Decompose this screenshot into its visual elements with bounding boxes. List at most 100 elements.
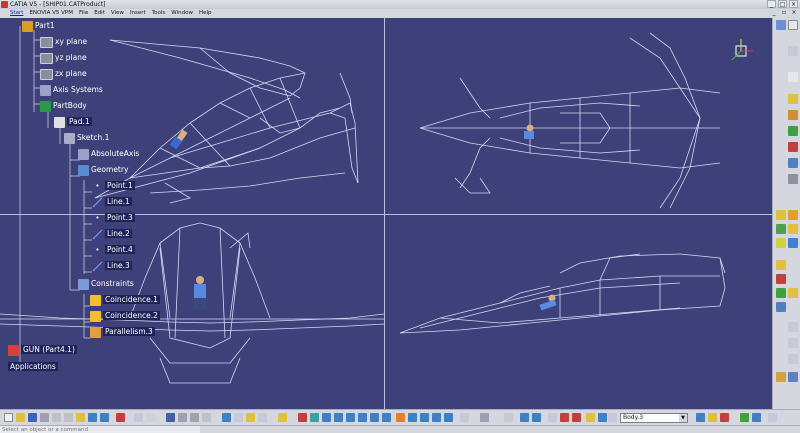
vertical-view-divider[interactable]	[384, 18, 385, 409]
command-input[interactable]	[0, 426, 200, 433]
maximize-button[interactable]: □	[778, 0, 787, 8]
scale-tool-icon[interactable]	[788, 354, 798, 364]
tree-item-zx-plane[interactable]: zx plane	[40, 68, 87, 80]
menu-insert[interactable]: Insert	[129, 10, 146, 16]
chamfer-tool-icon[interactable]	[776, 274, 786, 284]
axis-tool-icon[interactable]	[788, 46, 798, 56]
insert-body-icon[interactable]	[696, 413, 705, 422]
sweep-icon[interactable]	[278, 413, 287, 422]
grid-icon[interactable]	[480, 413, 489, 422]
join-icon[interactable]	[234, 413, 243, 422]
3d-viewport[interactable]: Part1 xy plane yz plane zx plane Axis Sy…	[0, 18, 772, 409]
intersect-icon[interactable]	[740, 413, 749, 422]
dimension-icon[interactable]	[560, 413, 569, 422]
menu-start[interactable]: Start	[10, 10, 24, 16]
tree-item-part1[interactable]: Part1	[22, 20, 55, 32]
groove-tool-icon[interactable]	[788, 224, 798, 234]
doc-minimize-button[interactable]: _	[772, 9, 776, 16]
shading-icon[interactable]	[420, 413, 429, 422]
tree-item-pad1[interactable]: Pad.1	[54, 116, 92, 128]
remove-icon[interactable]	[720, 413, 729, 422]
menu-file[interactable]: File	[79, 10, 89, 16]
remove-lump-icon[interactable]	[768, 413, 777, 422]
draft-tool-icon[interactable]	[776, 288, 786, 298]
analysis-tool-icon[interactable]	[776, 372, 786, 382]
tree-item-absolute-axis[interactable]: AbsoluteAxis	[78, 148, 139, 160]
tree-item-point3[interactable]: •Point.3	[92, 212, 135, 224]
rib-tool-icon[interactable]	[788, 238, 798, 248]
paste-icon[interactable]	[76, 413, 85, 422]
table-icon[interactable]	[178, 413, 187, 422]
rotate-icon[interactable]	[346, 413, 355, 422]
parameter-icon[interactable]	[202, 413, 211, 422]
measure-icon[interactable]	[788, 94, 798, 104]
tree-item-line3[interactable]: Line.3	[92, 260, 132, 272]
undo-icon[interactable]	[88, 413, 97, 422]
zoom-out-icon[interactable]	[370, 413, 379, 422]
print-icon[interactable]	[40, 413, 49, 422]
body-insert-icon[interactable]	[586, 413, 595, 422]
horizontal-view-divider[interactable]	[0, 214, 772, 215]
knowledge-icon[interactable]	[146, 413, 155, 422]
fly-mode-icon[interactable]	[310, 413, 319, 422]
zoom-in-icon[interactable]	[358, 413, 367, 422]
tree-item-partbody[interactable]: PartBody	[40, 100, 87, 112]
tree-item-coincidence1[interactable]: Coincidence.1	[90, 294, 160, 306]
plane-tool-icon[interactable]	[788, 72, 798, 82]
new-icon[interactable]	[4, 413, 13, 422]
constraint-create-icon[interactable]	[572, 413, 581, 422]
pocket-tool-icon[interactable]	[788, 210, 798, 220]
doc-close-button[interactable]: ×	[791, 9, 797, 16]
tree-item-line1[interactable]: Line.1	[92, 196, 132, 208]
close-button[interactable]: ×	[789, 0, 798, 8]
menu-tools[interactable]: Tools	[151, 10, 166, 16]
split-icon[interactable]	[222, 413, 231, 422]
assemble-icon[interactable]	[708, 413, 717, 422]
dress-up-icon[interactable]	[788, 158, 798, 168]
axis-display-icon[interactable]	[460, 413, 469, 422]
formula-icon[interactable]	[134, 413, 143, 422]
tree-item-xy-plane[interactable]: xy plane	[40, 36, 87, 48]
body-select[interactable]: Body.3 ▼	[620, 413, 688, 423]
catalog-icon[interactable]	[166, 413, 175, 422]
fillet-tool-icon[interactable]	[776, 260, 786, 270]
shaft-tool-icon[interactable]	[776, 224, 786, 234]
multi-view-icon[interactable]	[396, 413, 405, 422]
save-icon[interactable]	[28, 413, 37, 422]
menu-help[interactable]: Help	[198, 10, 212, 16]
thickness-tool-icon[interactable]	[776, 302, 786, 312]
transform-icon[interactable]	[788, 142, 798, 152]
law-icon[interactable]	[190, 413, 199, 422]
tree-item-geometry[interactable]: Geometry	[78, 164, 128, 176]
work-object-icon[interactable]	[608, 413, 617, 422]
mirror-tool-icon[interactable]	[788, 322, 798, 332]
tree-item-constraints[interactable]: Constraints	[78, 278, 134, 290]
tree-item-yz-plane[interactable]: yz plane	[40, 52, 87, 64]
doc-restore-button[interactable]: ▫	[781, 9, 787, 16]
whats-this-icon[interactable]	[116, 413, 125, 422]
sketcher-icon[interactable]	[776, 20, 786, 30]
minimize-button[interactable]: _	[767, 0, 776, 8]
menu-enovia[interactable]: ENOVIA V5 VPM	[29, 10, 73, 16]
menu-edit[interactable]: Edit	[94, 10, 105, 16]
constraint-tool-icon[interactable]	[788, 110, 798, 120]
fit-all-icon[interactable]	[322, 413, 331, 422]
plane-create-icon[interactable]	[548, 413, 557, 422]
tree-item-sketch1[interactable]: Sketch.1	[64, 132, 109, 144]
update-icon[interactable]	[298, 413, 307, 422]
pattern-tool-icon[interactable]	[788, 338, 798, 348]
menu-window[interactable]: Window	[171, 10, 193, 16]
tree-item-applications[interactable]: Applications	[8, 362, 58, 371]
hole-tool-icon[interactable]	[776, 238, 786, 248]
iso-view-icon[interactable]	[408, 413, 417, 422]
reference-icon[interactable]	[258, 413, 267, 422]
swap-visible-icon[interactable]	[444, 413, 453, 422]
tree-item-axis-systems[interactable]: Axis Systems	[40, 84, 103, 96]
tree-item-line2[interactable]: Line.2	[92, 228, 132, 240]
tree-item-parallelism3[interactable]: Parallelism.3	[90, 326, 155, 338]
tree-item-point1[interactable]: •Point.1	[92, 180, 135, 192]
snap-icon[interactable]	[246, 413, 255, 422]
redo-icon[interactable]	[100, 413, 109, 422]
boolean-icon[interactable]	[788, 126, 798, 136]
compass-icon[interactable]	[730, 38, 754, 62]
